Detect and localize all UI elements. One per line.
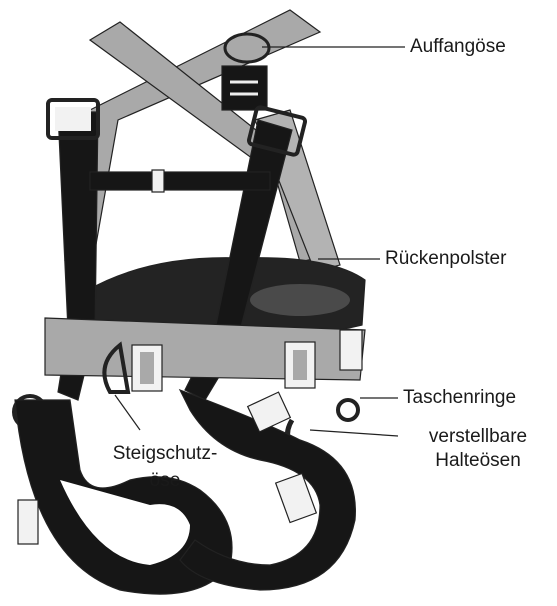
chest-buckle xyxy=(152,170,164,192)
label-rueckenpolster: Rückenpolster xyxy=(385,248,506,270)
label-verstellbare-line1: verstellbare xyxy=(403,426,553,448)
leader-steigschutz xyxy=(115,395,140,430)
label-steigschutz-line1: Steigschutz- xyxy=(95,443,235,465)
belt-buckle-3 xyxy=(340,330,362,370)
leg-buckle-left xyxy=(18,500,38,544)
tool-ring-right xyxy=(338,400,358,420)
label-taschenringe: Taschenringe xyxy=(403,387,516,409)
label-steigschutz-line2: öse xyxy=(95,470,235,492)
chest-strap xyxy=(90,172,270,190)
label-verstellbare-line2: Halteösen xyxy=(403,450,553,472)
label-auffangoese: Auffangöse xyxy=(410,36,506,58)
leader-verstellbare xyxy=(310,430,398,436)
dorsal-plate xyxy=(222,66,267,110)
